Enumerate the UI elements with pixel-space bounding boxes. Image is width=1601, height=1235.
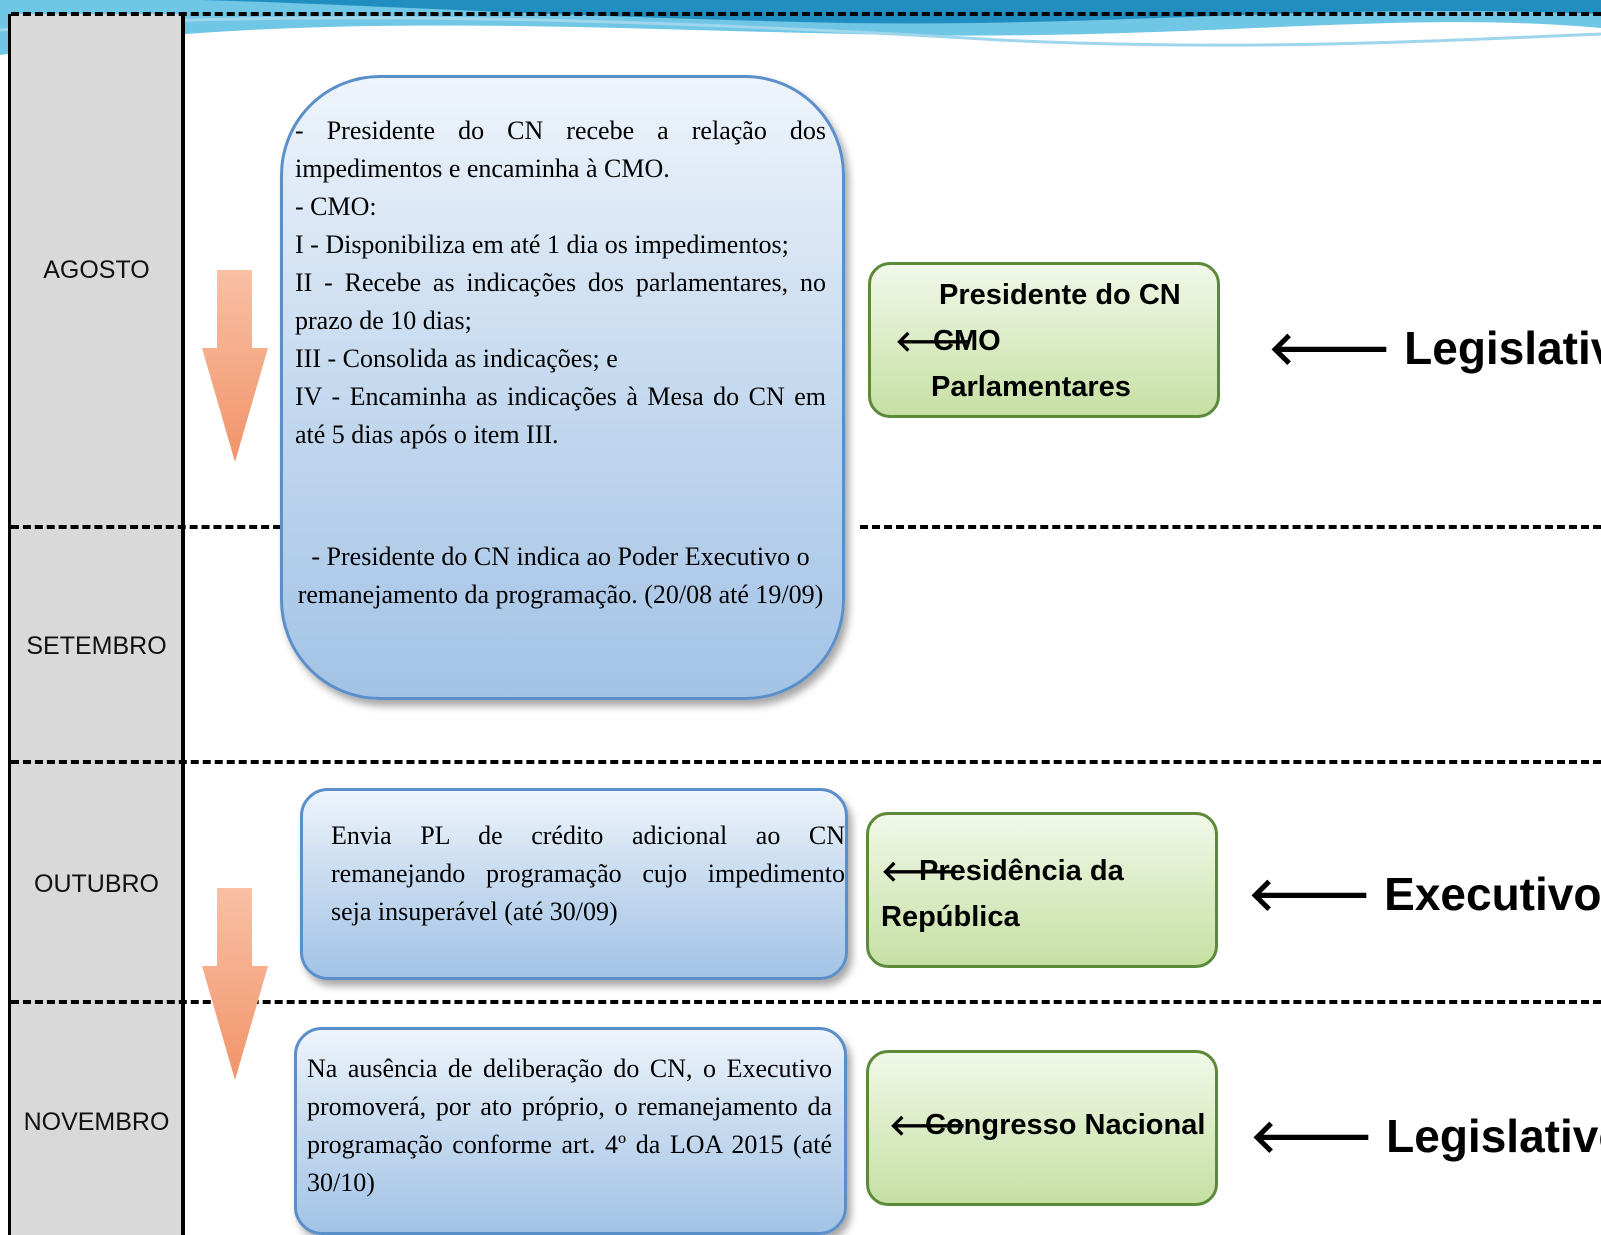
green2-line2: República	[881, 901, 1020, 933]
left-arrow-icon: 🡐	[1248, 868, 1372, 920]
green1-line3: Parlamentares	[931, 371, 1131, 403]
box1-line3: I - Disponibiliza em até 1 dia os impedi…	[295, 230, 789, 259]
down-arrow-icon	[202, 270, 268, 462]
green3-line1: Congresso Nacional	[925, 1109, 1206, 1141]
box3-text: Na ausência de deliberação do CN, o Exec…	[307, 1054, 832, 1197]
process-box-cmo: - Presidente do CN recebe a relação dos …	[280, 75, 845, 700]
left-arrow-icon: 🡐	[1268, 322, 1392, 374]
power-text: Legislativo	[1404, 322, 1601, 374]
power-label-executivo: 🡐 Executivo	[1248, 866, 1601, 922]
month-column	[11, 14, 182, 1235]
box1-line5: III - Consolida as indicações; e	[295, 344, 618, 373]
left-arrow-icon: 🡐	[1250, 1110, 1374, 1162]
left-arrow-icon: 🡐	[895, 326, 973, 358]
process-box-novembro: Na ausência de deliberação do CN, o Exec…	[294, 1027, 847, 1235]
process-box-executivo: Envia PL de crédito adicional ao CN rema…	[300, 788, 848, 980]
column-left-border	[8, 14, 11, 1235]
box1-line7: - Presidente do CN indica ao Poder Execu…	[297, 542, 824, 609]
month-outubro: OUTUBRO	[34, 870, 159, 898]
green1-line2: CMO	[933, 325, 1001, 357]
month-setembro: SETEMBRO	[26, 632, 167, 660]
green2-line1: Presidência da	[919, 855, 1124, 887]
power-text: Executivo	[1384, 868, 1601, 920]
separator-outubro-novembro	[11, 1000, 1601, 1004]
box1-line1: - Presidente do CN recebe a relação dos …	[295, 116, 826, 183]
actor-box-executivo: 🡐 Presidência da República	[866, 812, 1218, 968]
power-label-legislativo-2: 🡐 Legislativo	[1250, 1108, 1601, 1164]
power-label-legislativo: 🡐 Legislativo	[1268, 320, 1601, 376]
box1-line2: - CMO:	[295, 192, 377, 221]
green1-line1: Presidente do CN	[939, 279, 1181, 311]
separator-top	[11, 12, 1601, 16]
box2-text: Envia PL de crédito adicional ao CN rema…	[331, 821, 845, 926]
column-divider	[181, 14, 185, 1235]
left-arrow-icon: 🡐	[889, 1110, 967, 1142]
separator-agosto-setembro-right	[860, 525, 1601, 529]
separator-setembro-outubro	[11, 760, 1601, 764]
box1-line4: II - Recebe as indicações dos parlamenta…	[295, 268, 826, 335]
month-agosto: AGOSTO	[43, 256, 150, 284]
box1-line6: IV - Encaminha as indicações à Mesa do C…	[295, 382, 826, 449]
month-novembro: NOVEMBRO	[23, 1108, 170, 1136]
actor-box-congresso: 🡐 Congresso Nacional	[866, 1050, 1218, 1206]
left-arrow-icon: 🡐	[881, 856, 959, 888]
separator-agosto-setembro-left	[11, 525, 281, 529]
down-arrow-icon	[202, 888, 268, 1080]
power-text: Legislativo	[1386, 1110, 1601, 1162]
actor-box-legislativo: Presidente do CN 🡐 CMO Parlamentares	[868, 262, 1220, 418]
decorative-wave	[0, 0, 1601, 55]
